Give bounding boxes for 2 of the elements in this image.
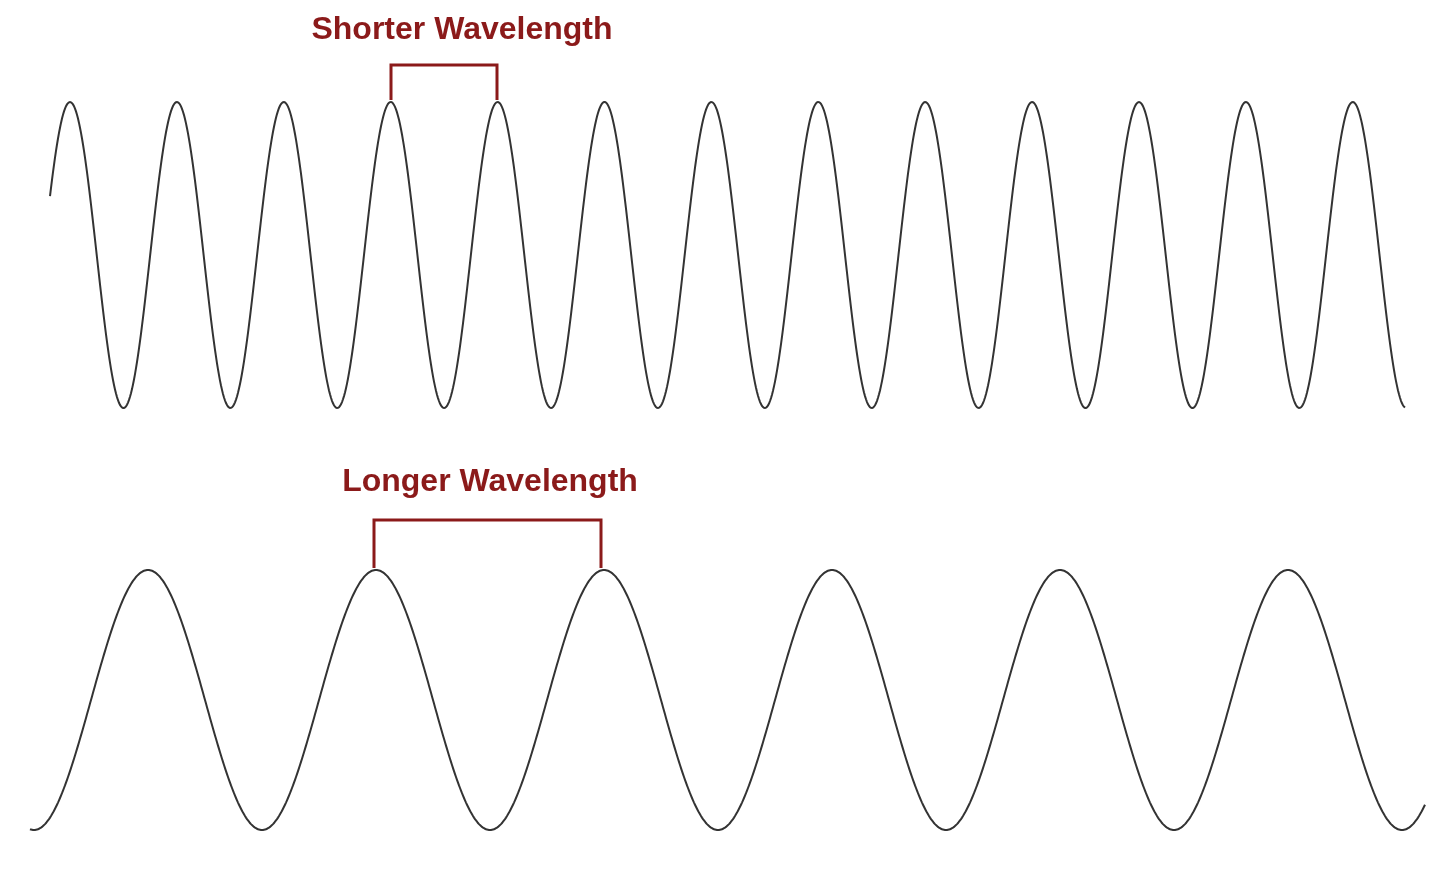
wavelength-label: Shorter Wavelength: [311, 10, 613, 47]
wavelength-label: Longer Wavelength: [342, 462, 638, 499]
